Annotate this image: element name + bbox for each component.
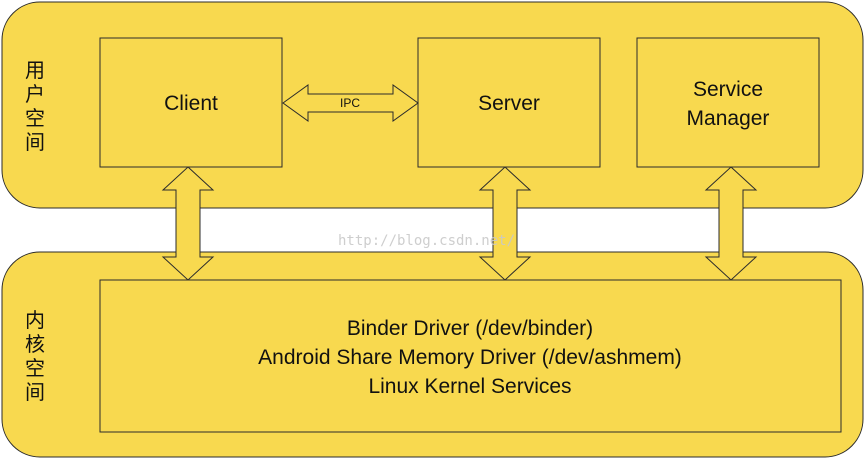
kernel-label-line3: Linux Kernel Services [368, 375, 571, 398]
kernel-space-label-char: 内 [25, 308, 45, 332]
ipc-label: IPC [340, 96, 360, 110]
kernel-space-label-char: 核 [25, 332, 45, 356]
kernel-label-line1: Binder Driver (/dev/binder) [347, 317, 593, 340]
user-space-label-char: 户 [25, 82, 45, 106]
service-manager-label-line2: Manager [687, 107, 770, 130]
client-label: Client [164, 92, 218, 115]
ipc-arrow [282, 84, 419, 122]
server-box [417, 37, 601, 168]
service-manager-kernel-arrow [704, 166, 758, 281]
client-box [99, 37, 283, 168]
kernel-space-label-char: 空 [25, 356, 45, 380]
kernel-space-label-char: 间 [25, 380, 45, 404]
service-manager-box [636, 37, 820, 168]
service-manager-label-line1: Service [693, 78, 763, 101]
client-kernel-arrow [161, 166, 215, 281]
user-space-label-char: 空 [25, 106, 45, 130]
watermark-text: http://blog.csdn.net/ [338, 233, 515, 249]
kernel-box [99, 279, 842, 433]
server-label: Server [478, 92, 540, 115]
user-space-label-char: 间 [25, 130, 45, 154]
user-space-label-char: 用 [25, 58, 45, 82]
server-kernel-arrow [478, 166, 532, 281]
kernel-label-line2: Android Share Memory Driver (/dev/ashmem… [258, 346, 682, 369]
